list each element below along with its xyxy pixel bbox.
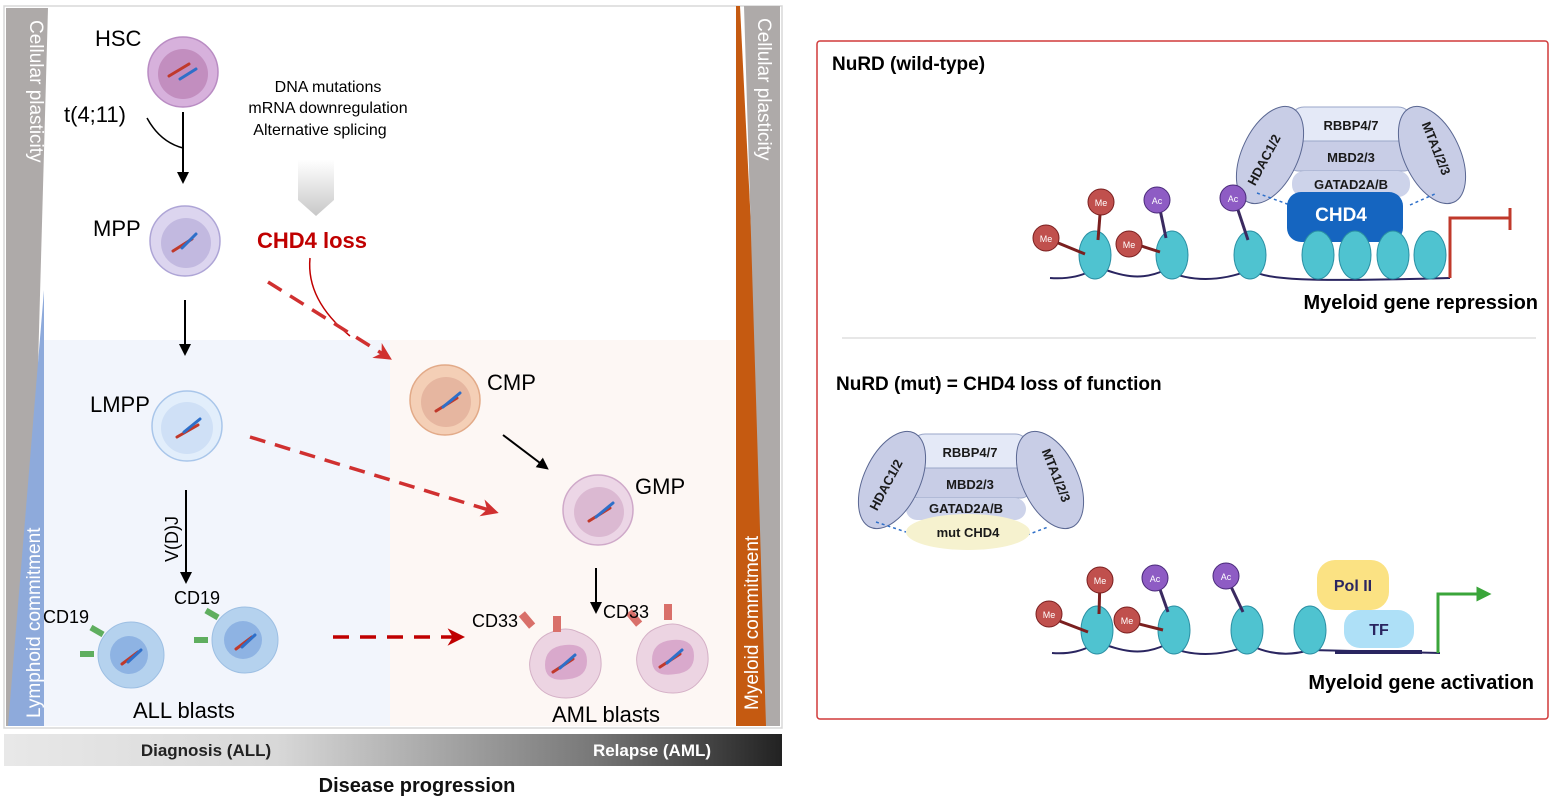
- wt-mark-1: Me: [1040, 234, 1053, 244]
- diagnosis-label: Diagnosis (ALL): [141, 741, 271, 760]
- cd19-label-1: CD19: [43, 607, 89, 627]
- aml-blast-cell-2: [625, 604, 709, 694]
- repression-symbol: [1448, 208, 1512, 278]
- lymphoid-wedge: [8, 290, 44, 726]
- mut-mark-5: Ac: [1221, 572, 1232, 582]
- lmpp-label: LMPP: [90, 392, 150, 417]
- dashed-arrow-mpp-cmp: [267, 280, 392, 360]
- mut-nurd-complex: [857, 430, 1085, 550]
- right-panel: NuRD (wild-type) RBBP4/7 MBD2/3 GATAD2A/…: [816, 40, 1549, 720]
- tf-label: TF: [1369, 622, 1389, 639]
- plasticity-label-left: Cellular plasticity: [25, 20, 46, 163]
- wt-title: NuRD (wild-type): [832, 54, 985, 75]
- wt-rbbp-label: RBBP4/7: [1324, 118, 1379, 133]
- wt-outcome: Myeloid gene repression: [1303, 292, 1538, 314]
- wt-mbd-label: MBD2/3: [1327, 150, 1375, 165]
- vdj-label: V(D)J: [162, 516, 182, 562]
- cd19-label-2: CD19: [174, 588, 220, 608]
- arrow-cmp-gmp: [502, 434, 549, 470]
- relapse-label: Relapse (AML): [593, 741, 711, 760]
- tf-block: [1344, 610, 1414, 648]
- hsc-cell: [147, 36, 219, 108]
- mut-nucleosomes: [1080, 605, 1327, 655]
- wt-mark-3: Me: [1123, 240, 1136, 250]
- mechanism-3: Alternative splicing: [253, 122, 386, 139]
- cd33-label-2: CD33: [603, 602, 649, 622]
- mut-title: NuRD (mut) = CHD4 loss of function: [836, 374, 1162, 395]
- gmp-cell: [562, 474, 634, 546]
- mut-chd4-label: mut CHD4: [937, 525, 1001, 540]
- translocation-label: t(4;11): [64, 102, 126, 127]
- mut-mark-2: Me: [1094, 576, 1107, 586]
- mechanism-1: DNA mutations: [275, 79, 382, 96]
- progression-bar: [4, 734, 782, 766]
- plasticity-wedge-right: [744, 6, 780, 726]
- pol2-label: Pol II: [1334, 578, 1372, 595]
- activation-arrow: [1436, 586, 1492, 653]
- myeloid-label: Myeloid commitment: [742, 535, 763, 710]
- left-panel: Cellular plasticity Lymphoid commitment …: [3, 5, 783, 797]
- aml-blasts-label: AML blasts: [552, 702, 660, 727]
- mut-mbd-label: MBD2/3: [946, 477, 994, 492]
- hsc-label: HSC: [95, 26, 142, 51]
- cd33-label-1: CD33: [472, 611, 518, 631]
- wt-mark-2: Me: [1095, 198, 1108, 208]
- mechanism-2: mRNA downregulation: [248, 100, 407, 117]
- mut-rbbp-label: RBBP4/7: [943, 445, 998, 460]
- mut-mark-4: Ac: [1150, 574, 1161, 584]
- cmp-cell: [409, 364, 481, 436]
- wt-nucleosomes: [1078, 230, 1447, 280]
- mut-gatad-label: GATAD2A/B: [929, 501, 1003, 516]
- chd4-loss-label: CHD4 loss: [257, 228, 367, 253]
- wt-mark-4: Ac: [1152, 196, 1163, 206]
- gmp-label: GMP: [635, 474, 685, 499]
- wt-gatad-label: GATAD2A/B: [1314, 177, 1388, 192]
- mut-mark-3: Me: [1121, 616, 1134, 626]
- cmp-label: CMP: [487, 370, 536, 395]
- all-blasts-label: ALL blasts: [133, 698, 235, 723]
- wt-histone-marks: [1032, 184, 1250, 258]
- lymphoid-label: Lymphoid commitment: [24, 527, 45, 718]
- disease-progression-caption: Disease progression: [319, 775, 516, 797]
- lmpp-cell: [151, 390, 223, 462]
- wt-mark-5: Ac: [1228, 194, 1239, 204]
- wt-chd4-label: CHD4: [1315, 205, 1367, 226]
- mpp-cell: [149, 205, 221, 277]
- pol2-block: [1317, 560, 1389, 610]
- wt-nurd-complex: [1235, 105, 1467, 242]
- mechanism-arrow: [298, 160, 334, 216]
- plasticity-wedge-left: [6, 8, 48, 726]
- mut-mark-1: Me: [1043, 610, 1056, 620]
- aml-blast-cell-1: [518, 611, 602, 699]
- mut-outcome: Myeloid gene activation: [1308, 672, 1534, 694]
- dashed-arrow-lmpp-gmp: [249, 435, 499, 517]
- all-blast-cell-2: [194, 606, 279, 674]
- translocation-connector: [146, 117, 184, 149]
- all-blast-cell-1: [80, 621, 165, 689]
- plasticity-label-right: Cellular plasticity: [753, 18, 774, 161]
- mut-histone-marks: [1035, 562, 1245, 634]
- mpp-label: MPP: [93, 216, 141, 241]
